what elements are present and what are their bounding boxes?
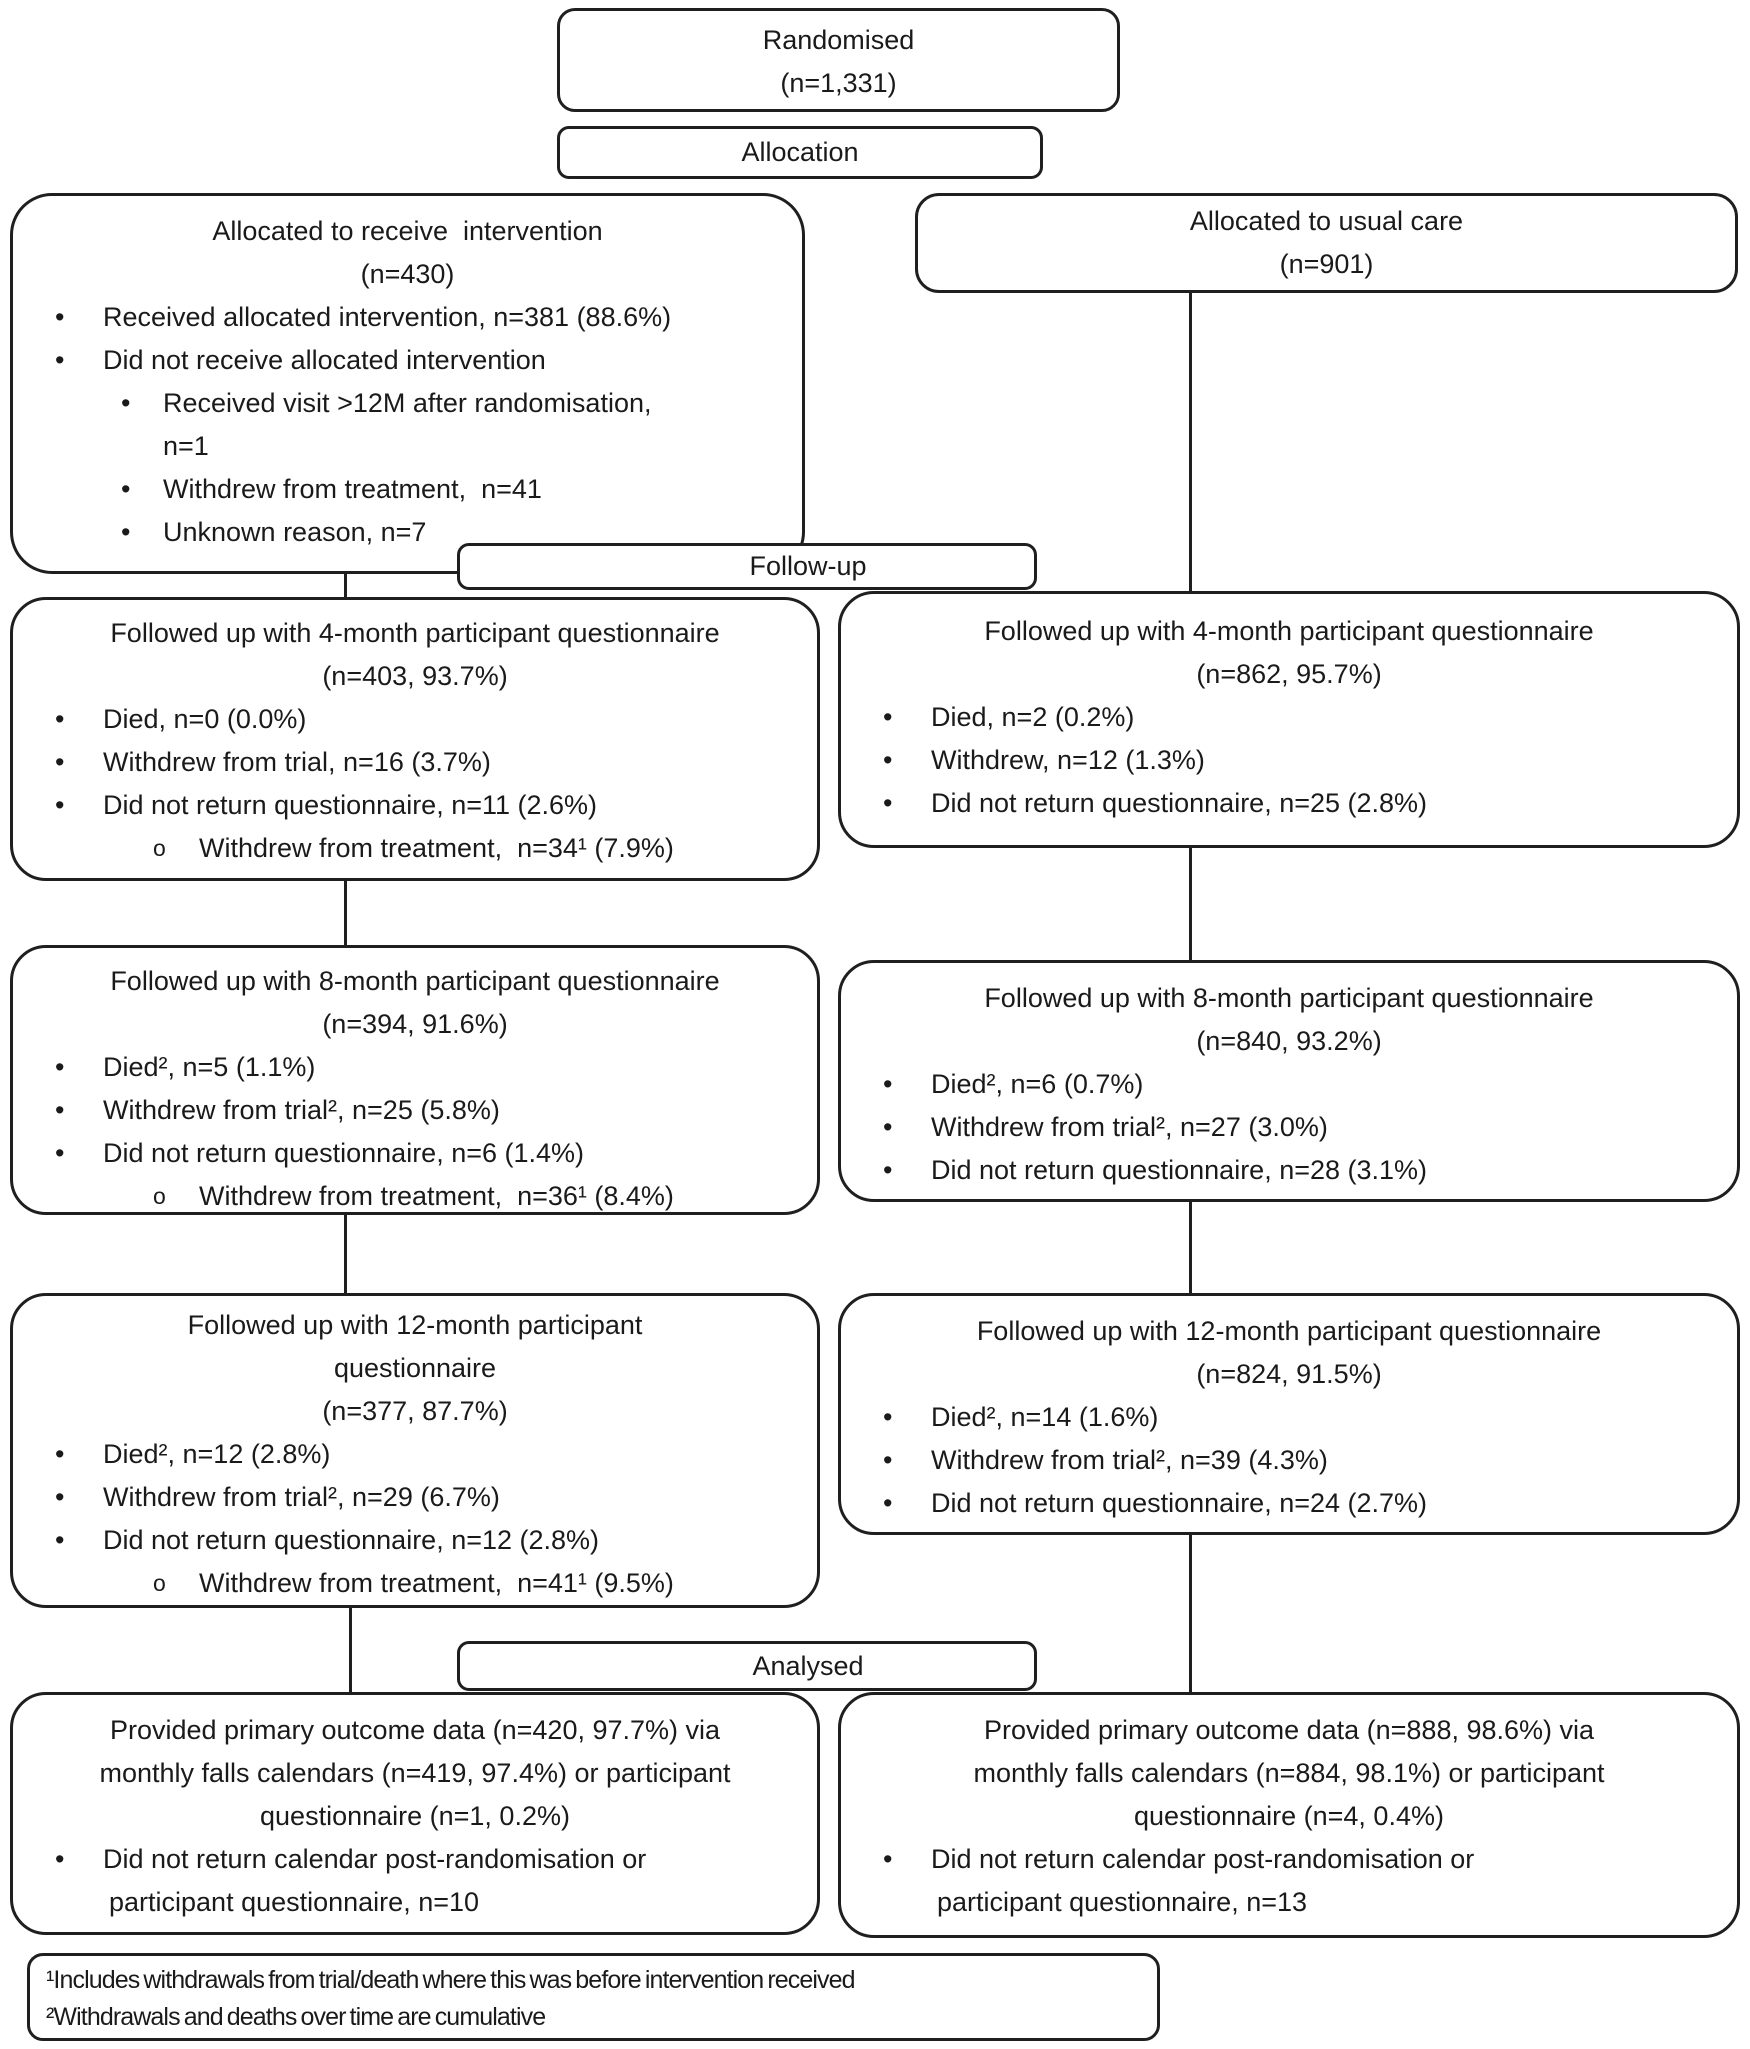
banner-allocation-label: Allocation xyxy=(741,137,859,167)
box-title: Followed up with 8-month participant que… xyxy=(110,966,720,996)
connector-8m-to-12m-left xyxy=(344,1212,347,1296)
bullet-died: Died, n=2 (0.2%) xyxy=(841,696,1737,739)
bullet-withdrew-trial: Withdrew from trial², n=27 (3.0%) xyxy=(841,1106,1737,1149)
box-n: (n=840, 93.2%) xyxy=(1196,1026,1382,1056)
analysed-line3: questionnaire (n=1, 0.2%) xyxy=(260,1801,570,1831)
banner-analysed-label: Analysed xyxy=(752,1650,864,1681)
subbullet-withdrew-treatment: Withdrew from treatment, n=36¹ (8.4%) xyxy=(13,1175,817,1218)
footnote-1: ¹Includes withdrawals from trial/death w… xyxy=(46,1966,856,1994)
randomised-n: (n=1,331) xyxy=(780,68,897,98)
bullet-withdrew-trial: Withdrew from trial², n=39 (4.3%) xyxy=(841,1439,1737,1482)
analysed-line1: Provided primary outcome data (n=888, 98… xyxy=(983,1715,1595,1745)
connector-8m-to-12m-right xyxy=(1189,1199,1192,1296)
box-n: (n=901) xyxy=(1279,249,1374,279)
box-n: (n=403, 93.7%) xyxy=(322,661,508,691)
banner-analysed: Analysed xyxy=(457,1641,1037,1691)
box-title: Followed up with 12-month participant qu… xyxy=(976,1316,1602,1346)
box-title: Followed up with 12-month participant xyxy=(187,1310,643,1340)
footnote-2: ²Withdrawals and deaths over time are cu… xyxy=(46,2003,546,2031)
connector-intervention-to-4m xyxy=(344,572,347,600)
bullet-no-questionnaire: Did not return questionnaire, n=28 (3.1%… xyxy=(841,1149,1737,1192)
bullet-died: Died², n=14 (1.6%) xyxy=(841,1396,1737,1439)
bullet-no-questionnaire: Did not return questionnaire, n=25 (2.8%… xyxy=(841,782,1737,825)
box-randomised: Randomised (n=1,331) xyxy=(557,8,1120,112)
bullet-withdrew-trial: Withdrew from trial², n=25 (5.8%) xyxy=(13,1089,817,1132)
bullet-no-calendar: Did not return calendar post-randomisati… xyxy=(13,1838,817,1881)
bullet-withdrew-treatment: Withdrew from treatment, n=41 xyxy=(13,468,802,511)
connector-12m-to-analysed-left xyxy=(349,1605,352,1695)
analysed-line3: questionnaire (n=4, 0.4%) xyxy=(1134,1801,1444,1831)
analysed-line1: Provided primary outcome data (n=420, 97… xyxy=(109,1715,721,1745)
bullet-no-questionnaire: Did not return questionnaire, n=11 (2.6%… xyxy=(13,784,817,827)
box-title: Followed up with 4-month participant que… xyxy=(984,616,1594,646)
bullet-no-questionnaire: Did not return questionnaire, n=12 (2.8%… xyxy=(13,1519,817,1562)
box-title-cont: questionnaire xyxy=(333,1353,497,1383)
bullet-died: Died², n=6 (0.7%) xyxy=(841,1063,1737,1106)
box-8month-usual-care: Followed up with 8-month participant que… xyxy=(838,960,1740,1202)
bullet-not-received: Did not receive allocated intervention xyxy=(13,339,802,382)
box-allocated-usual-care: Allocated to usual care (n=901) xyxy=(915,193,1738,293)
box-allocated-intervention: Allocated to receive intervention (n=430… xyxy=(10,193,805,574)
subbullet-withdrew-treatment: Withdrew from treatment, n=34¹ (7.9%) xyxy=(13,827,817,870)
bullet-withdrew-trial: Withdrew from trial, n=16 (3.7%) xyxy=(13,741,817,784)
bullet-late-visit-cont: n=1 xyxy=(163,431,209,461)
bullet-died: Died, n=0 (0.0%) xyxy=(13,698,817,741)
connector-4m-to-8m-left xyxy=(344,878,347,948)
box-n: (n=377, 87.7%) xyxy=(322,1396,508,1426)
box-title: Allocated to receive intervention xyxy=(212,216,603,246)
box-n: (n=862, 95.7%) xyxy=(1196,659,1382,689)
bullet-received: Received allocated intervention, n=381 (… xyxy=(13,296,802,339)
box-title: Followed up with 4-month participant que… xyxy=(110,618,720,648)
bullet-no-calendar-cont: participant questionnaire, n=10 xyxy=(109,1887,480,1917)
banner-followup: Follow-up xyxy=(457,543,1037,590)
box-analysed-usual-care: Provided primary outcome data (n=888, 98… xyxy=(838,1692,1740,1938)
box-analysed-intervention: Provided primary outcome data (n=420, 97… xyxy=(10,1692,820,1935)
box-title: Followed up with 8-month participant que… xyxy=(984,983,1594,1013)
connector-4m-to-8m-right xyxy=(1189,845,1192,963)
bullet-unknown-reason: Unknown reason, n=7 xyxy=(13,511,802,554)
box-8month-intervention: Followed up with 8-month participant que… xyxy=(10,945,820,1218)
subbullet-withdrew-treatment: Withdrew from treatment, n=41¹ (9.5%) xyxy=(13,1562,817,1605)
box-12month-usual-care: Followed up with 12-month participant qu… xyxy=(838,1293,1740,1535)
box-title: Allocated to usual care xyxy=(1189,206,1464,236)
banner-followup-label: Follow-up xyxy=(749,551,867,581)
connector-usualcare-to-4m xyxy=(1189,290,1192,593)
bullet-no-questionnaire: Did not return questionnaire, n=6 (1.4%) xyxy=(13,1132,817,1175)
box-n: (n=394, 91.6%) xyxy=(322,1009,508,1039)
box-footnotes: ¹Includes withdrawals from trial/death w… xyxy=(27,1953,1160,2041)
bullet-no-calendar: Did not return calendar post-randomisati… xyxy=(841,1838,1737,1881)
bullet-withdrew-trial: Withdrew from trial², n=29 (6.7%) xyxy=(13,1476,817,1519)
analysed-line2: monthly falls calendars (n=884, 98.1%) o… xyxy=(973,1758,1605,1788)
bullet-no-calendar-cont: participant questionnaire, n=13 xyxy=(937,1887,1308,1917)
analysed-line2: monthly falls calendars (n=419, 97.4%) o… xyxy=(99,1758,731,1788)
bullet-died: Died², n=12 (2.8%) xyxy=(13,1433,817,1476)
box-4month-usual-care: Followed up with 4-month participant que… xyxy=(838,591,1740,848)
box-n: (n=430) xyxy=(360,259,455,289)
bullet-withdrew: Withdrew, n=12 (1.3%) xyxy=(841,739,1737,782)
bullet-late-visit: Received visit >12M after randomisation, xyxy=(13,382,802,425)
connector-12m-to-analysed-right xyxy=(1189,1532,1192,1695)
banner-allocation: Allocation xyxy=(557,126,1043,179)
bullet-no-questionnaire: Did not return questionnaire, n=24 (2.7%… xyxy=(841,1482,1737,1525)
box-4month-intervention: Followed up with 4-month participant que… xyxy=(10,597,820,881)
box-n: (n=824, 91.5%) xyxy=(1196,1359,1382,1389)
box-12month-intervention: Followed up with 12-month participant qu… xyxy=(10,1293,820,1608)
randomised-label: Randomised xyxy=(762,25,915,55)
bullet-died: Died², n=5 (1.1%) xyxy=(13,1046,817,1089)
